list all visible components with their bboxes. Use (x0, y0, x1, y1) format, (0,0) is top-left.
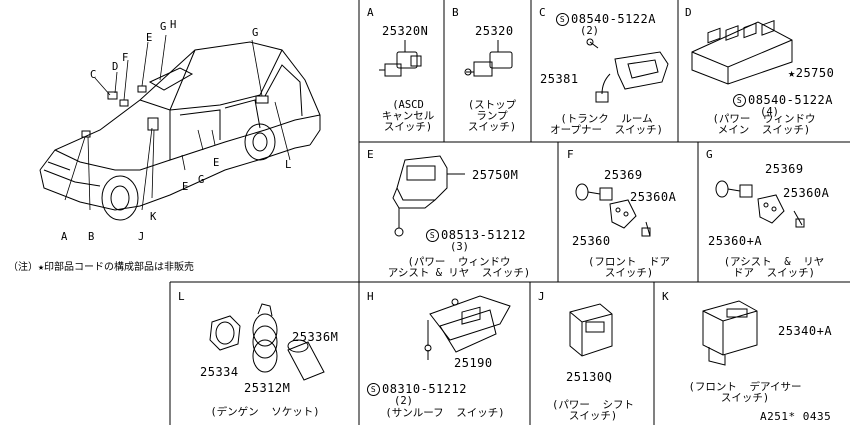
panel-D-main-switch-drawing (691, 20, 793, 85)
panel-E-bolt-qty: (3) (450, 241, 469, 253)
panel-E-part-number: 25750M (472, 168, 519, 182)
panel-G-caption: (アシスト & リヤ ドア スイッチ) (723, 256, 825, 279)
car-overview-drawing (39, 34, 321, 221)
bolt-circle-icon: S (367, 383, 380, 396)
panel-L-part-c: 25336M (292, 330, 339, 344)
panel-H-letter: H (367, 290, 374, 303)
bolt-circle-icon: S (556, 13, 569, 26)
panel-F-part-left: 25360 (572, 234, 611, 248)
callout-C: C (90, 69, 97, 81)
callout-G-top: G (160, 21, 167, 33)
panel-J-letter: J (538, 290, 545, 303)
panel-F-letter: F (567, 148, 574, 161)
panel-K-part-number: 25340+A (778, 324, 833, 338)
panel-G-part-left: 25360+A (708, 234, 763, 248)
callout-K: K (150, 211, 157, 223)
diagram-reference-code: A251* 0435 (760, 410, 832, 423)
overview-note: （注）★印部品コードの構成部品は非販売 (8, 262, 195, 273)
panel-J-caption: (パワー シフト スイッチ) (552, 399, 634, 422)
panel-J-shift-switch-drawing (569, 303, 613, 357)
bolt-circle-icon: S (733, 94, 746, 107)
panel-K-caption: (フロント デアイサー スイッチ) (688, 381, 802, 404)
callout-F: F (122, 52, 129, 64)
callout-A: A (61, 231, 68, 243)
panel-E-switch-drawing (392, 155, 465, 237)
panel-L-letter: L (178, 290, 185, 303)
panel-H-sunroof-switch-drawing (424, 295, 511, 360)
panel-H-caption: (サンルーフ スイッチ) (385, 407, 505, 419)
bolt-circle-icon: S (426, 229, 439, 242)
callout-L: L (285, 159, 292, 171)
panel-B-caption: (ストップ ランプ スイッチ) (467, 99, 517, 133)
panel-C-opener-drawing (586, 38, 669, 103)
callout-G-rear: G (252, 27, 259, 39)
panel-F-part-right: 25360A (630, 190, 677, 204)
panel-H-part-number: 25190 (454, 356, 493, 370)
panel-G-part-right: 25360A (783, 186, 830, 200)
callout-E-mid: E (182, 181, 189, 193)
panel-B-part-number: 25320 (475, 24, 514, 38)
panel-B-switch-drawing (464, 40, 513, 77)
panel-C-letter: C (539, 6, 546, 19)
callout-E-right: E (213, 157, 220, 169)
callout-B: B (88, 231, 95, 243)
panel-G-part-top: 25369 (765, 162, 804, 176)
callout-D: D (112, 61, 119, 73)
callout-E-top: E (146, 32, 153, 44)
panel-C-caption: (トランク ルーム オープナー スイッチ) (550, 113, 663, 136)
callout-G-mid: G (198, 174, 205, 186)
panel-L-part-a: 25334 (200, 365, 239, 379)
panel-K-letter: K (662, 290, 669, 303)
panel-J-part-number: 25130Q (566, 370, 613, 384)
panel-H-bolt-qty: (2) (394, 395, 413, 407)
panel-G-door-switch-drawing (715, 180, 805, 228)
panel-C-part-number: 25381 (540, 72, 579, 86)
panel-L-caption: (デンゲン ソケット) (210, 406, 320, 418)
panel-A-letter: A (367, 6, 374, 19)
panel-B-letter: B (452, 6, 459, 19)
panel-E-letter: E (367, 148, 374, 161)
panel-C-bolt-qty: (2) (580, 25, 599, 37)
panel-G-letter: G (706, 148, 713, 161)
callout-H: H (170, 19, 177, 31)
panel-L-part-b: 25312M (244, 381, 291, 395)
panel-A-part-number: 25320N (382, 24, 429, 38)
panel-A-caption: (ASCD キャンセル スイッチ) (381, 99, 435, 133)
panel-D-bolt-qty: (4) (760, 106, 779, 118)
panel-D-letter: D (685, 6, 692, 19)
panel-D-part-number: ★25750 (788, 66, 835, 80)
panel-A-switch-drawing (379, 40, 422, 77)
callout-J: J (138, 231, 145, 243)
panel-F-door-switch-drawing (575, 183, 651, 237)
panel-K-deicer-switch-drawing (702, 300, 758, 366)
panel-L-socket-drawing (209, 303, 325, 381)
panel-E-caption: (パワー ウィンドウ アシスト & リヤ スイッチ) (387, 256, 531, 279)
panel-F-part-top: 25369 (604, 168, 643, 182)
panel-F-caption: (フロント ドア スイッチ) (588, 256, 670, 279)
panel-D-caption: (パワー ウィンドウ メイン スイッチ) (712, 113, 816, 136)
